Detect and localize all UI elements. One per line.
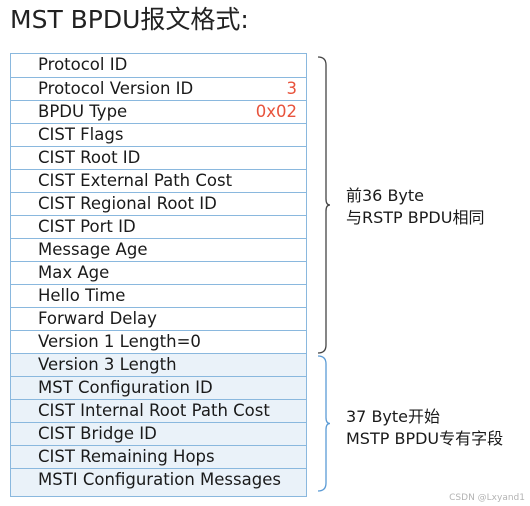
table-row: Protocol ID: [11, 54, 306, 77]
field-name: CIST Port ID: [38, 217, 136, 236]
field-value: 3: [286, 79, 298, 98]
field-name: Protocol Version ID: [38, 79, 194, 98]
table-row: CIST Flags: [11, 123, 306, 146]
table-row: CIST Regional Root ID: [11, 192, 306, 215]
field-name: Forward Delay: [38, 309, 157, 328]
field-name: CIST External Path Cost: [38, 171, 233, 190]
table-row: CIST Bridge ID: [11, 422, 306, 445]
field-name: MST Configuration ID: [38, 378, 213, 397]
table-row: CIST Remaining Hops: [11, 445, 306, 468]
group-1-label-line2: 与RSTP BPDU相同: [346, 208, 485, 227]
page-title: MST BPDU报文格式:: [10, 5, 249, 34]
group-1-bracket: [317, 56, 331, 354]
group-1-label-line1: 前36 Byte: [346, 186, 425, 205]
table-row: MST Configuration ID: [11, 376, 306, 399]
field-name: Message Age: [38, 240, 148, 259]
watermark: CSDN @Lxyand1: [449, 493, 525, 503]
field-name: CIST Remaining Hops: [38, 447, 215, 466]
table-row: Hello Time: [11, 284, 306, 307]
field-name: CIST Bridge ID: [38, 424, 157, 443]
table-row: Version 1 Length=0: [11, 330, 306, 353]
field-name: CIST Regional Root ID: [38, 194, 217, 213]
table-row: Forward Delay: [11, 307, 306, 330]
table-row: Version 3 Length: [11, 353, 306, 376]
field-name: CIST Root ID: [38, 148, 141, 167]
table-row: CIST Root ID: [11, 146, 306, 169]
group-2-label-line2: MSTP BPDU专有字段: [346, 429, 504, 448]
table-row: Protocol Version ID 3: [11, 77, 306, 100]
group-2-bracket: [317, 355, 331, 492]
field-name: CIST Internal Root Path Cost: [38, 401, 270, 420]
field-name: Version 1 Length=0: [38, 332, 201, 351]
table-row: BPDU Type 0x02: [11, 100, 306, 123]
field-name: Version 3 Length: [38, 355, 177, 374]
field-name: BPDU Type: [38, 102, 128, 121]
field-name: Hello Time: [38, 286, 126, 305]
table-row: MSTI Configuration Messages: [11, 468, 306, 496]
table-row: CIST Internal Root Path Cost: [11, 399, 306, 422]
field-name: Max Age: [38, 263, 110, 282]
field-name: MSTI Configuration Messages: [38, 470, 281, 489]
table-row: CIST External Path Cost: [11, 169, 306, 192]
field-name: CIST Flags: [38, 125, 124, 144]
field-value: 0x02: [255, 102, 297, 121]
table-row: CIST Port ID: [11, 215, 306, 238]
group-2-label-line1: 37 Byte开始: [346, 407, 441, 426]
table-row: Message Age: [11, 238, 306, 261]
table-row: Max Age: [11, 261, 306, 284]
field-name: Protocol ID: [38, 55, 128, 74]
